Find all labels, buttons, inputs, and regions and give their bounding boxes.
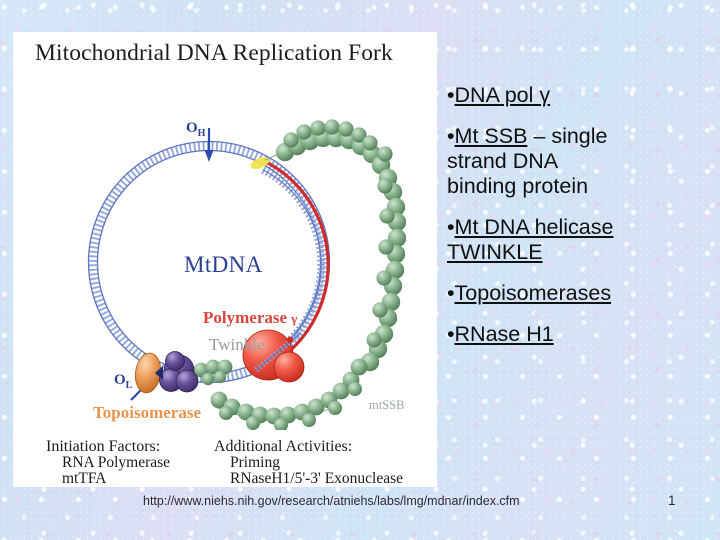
nascent-strand-red [266, 161, 330, 360]
origin-l-label: OL [114, 372, 133, 391]
bullet-item-dna-pol-gamma: •DNA pol γ [447, 83, 715, 108]
mtdna-label: MtDNA [184, 252, 263, 277]
bullet-text: Mt DNA helicase [454, 215, 614, 239]
additional-activities-items: Priming RNaseH1/5'-3' Exonuclease Ligase… [214, 454, 404, 488]
bullet-item-topoisomerases: •Topoisomerases [447, 281, 715, 306]
protein-bullet-list: •DNA pol γ •Mt SSB – single strand DNA b… [447, 83, 715, 347]
bullet-text: Mt SSB [454, 124, 528, 148]
bullet-marker: • [447, 215, 455, 239]
bullet-text: RNase H1 [454, 322, 554, 346]
list-item: RNA Polymerase [62, 454, 171, 471]
polymerase-gamma-protein [242, 329, 305, 383]
initiation-factors-items: RNA Polymerase mtTFA mtTFB1 mtTFB2 [46, 454, 214, 488]
topoisomerase-label: Topoisomerase [93, 403, 201, 422]
bullet-text: binding protein [447, 174, 589, 198]
mtssb-bead-bridge [193, 359, 233, 386]
template-strand-inner [261, 166, 325, 356]
replication-fork-diagram [87, 119, 407, 430]
figure-title: Mitochondrial DNA Replication Fork [35, 40, 393, 66]
mtssb-bead-chain-outer [264, 119, 407, 372]
list-item: mtTFA [62, 470, 107, 487]
bullet-text: Topoisomerases [454, 281, 612, 305]
bullet-marker: • [447, 322, 455, 346]
slide-page-number: 1 [668, 493, 676, 508]
additional-activities-list: Additional Activities: Priming RNaseH1/5… [214, 438, 403, 487]
mtssb-label: mtSSB [369, 398, 405, 412]
bullet-item-rnase-h1: •RNase H1 [447, 322, 715, 347]
bullet-text: strand DNA [447, 149, 559, 173]
bullet-item-mt-dna-helicase: •Mt DNA helicase TWINKLE [447, 215, 715, 265]
primer-patch [250, 157, 270, 169]
bullet-marker: • [447, 281, 455, 305]
initiation-factors-list: Initiation Factors: RNA Polymerase mtTFA… [46, 438, 214, 487]
origin-h-arrow [204, 128, 214, 162]
mtssb-bead-chain-inner [210, 358, 368, 430]
source-url-footer: http://www.niehs.nih.gov/research/atnieh… [143, 494, 520, 508]
twinkle-label: Twinkle [209, 335, 265, 354]
bullet-item-mt-ssb: •Mt SSB – single strand DNA binding prot… [447, 124, 715, 199]
bullet-text: TWINKLE [447, 240, 543, 264]
list-item: RNaseH1/5'-3' Exonuclease [230, 470, 404, 487]
polymerase-gamma-label: Polymerase γ [203, 308, 298, 327]
list-item: Priming [230, 454, 280, 471]
bullet-marker: • [447, 124, 455, 148]
figure-panel: Mitochondrial DNA Replication Fork [13, 32, 437, 487]
twinkle-helicase-protein [155, 351, 199, 393]
initiation-factors-heading: Initiation Factors: [46, 438, 161, 455]
additional-activities-heading: Additional Activities: [214, 438, 353, 455]
bullet-text: DNA pol γ [454, 83, 551, 107]
figure-footnote-lists: Initiation Factors: RNA Polymerase mtTFA… [13, 438, 437, 487]
bullet-text: – single [527, 124, 608, 148]
origin-h-label: OH [186, 120, 206, 139]
bullet-marker: • [447, 83, 455, 107]
